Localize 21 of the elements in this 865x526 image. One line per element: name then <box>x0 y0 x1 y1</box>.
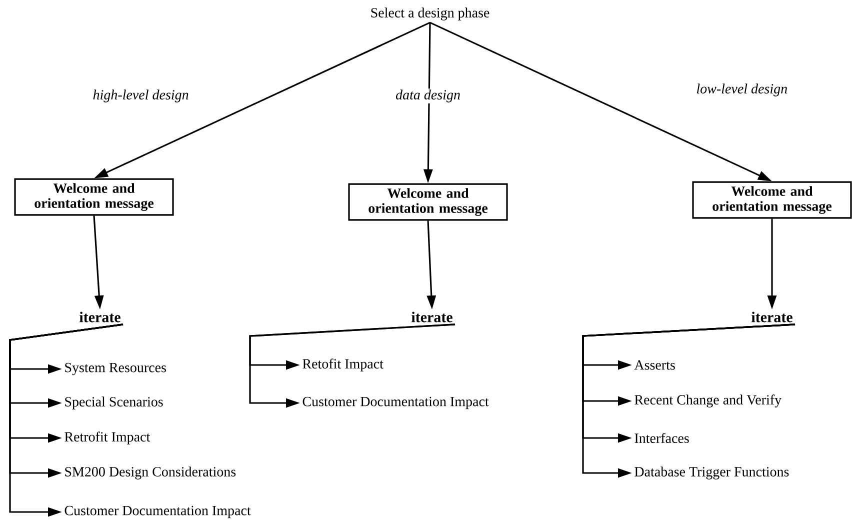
step-label: Retrofit Impact <box>64 432 150 444</box>
step-label: System Resources <box>65 362 166 376</box>
step-label: Asserts <box>634 360 675 370</box>
edge-label: data design <box>394 88 462 104</box>
step-label: SM200 Design Considerations <box>65 466 236 480</box>
step-label: Customer Documentation Impact <box>64 506 251 518</box>
step-label: Special Scenarios <box>65 396 163 410</box>
iterate-label: iterate <box>752 312 792 322</box>
step-label: Customer Documentation Impact <box>302 396 489 410</box>
message-box: Welcome and orientation message <box>348 183 508 221</box>
iterate-label: iterate <box>80 312 120 322</box>
step-label: Retofit Impact <box>302 358 384 372</box>
step-label: Recent Change and Verify <box>634 394 782 408</box>
message-box: Welcome and orientation message <box>14 178 174 216</box>
iterate-label: iterate <box>412 312 452 322</box>
step-label: Interfaces <box>634 433 689 443</box>
edge-label: low-level design <box>695 82 789 98</box>
message-box: Welcome and orientation message <box>692 181 852 219</box>
step-label: Database Trigger Functions <box>634 466 789 480</box>
heading-text: Select a design phase <box>371 8 490 20</box>
edge-label: high-level design <box>92 88 190 104</box>
